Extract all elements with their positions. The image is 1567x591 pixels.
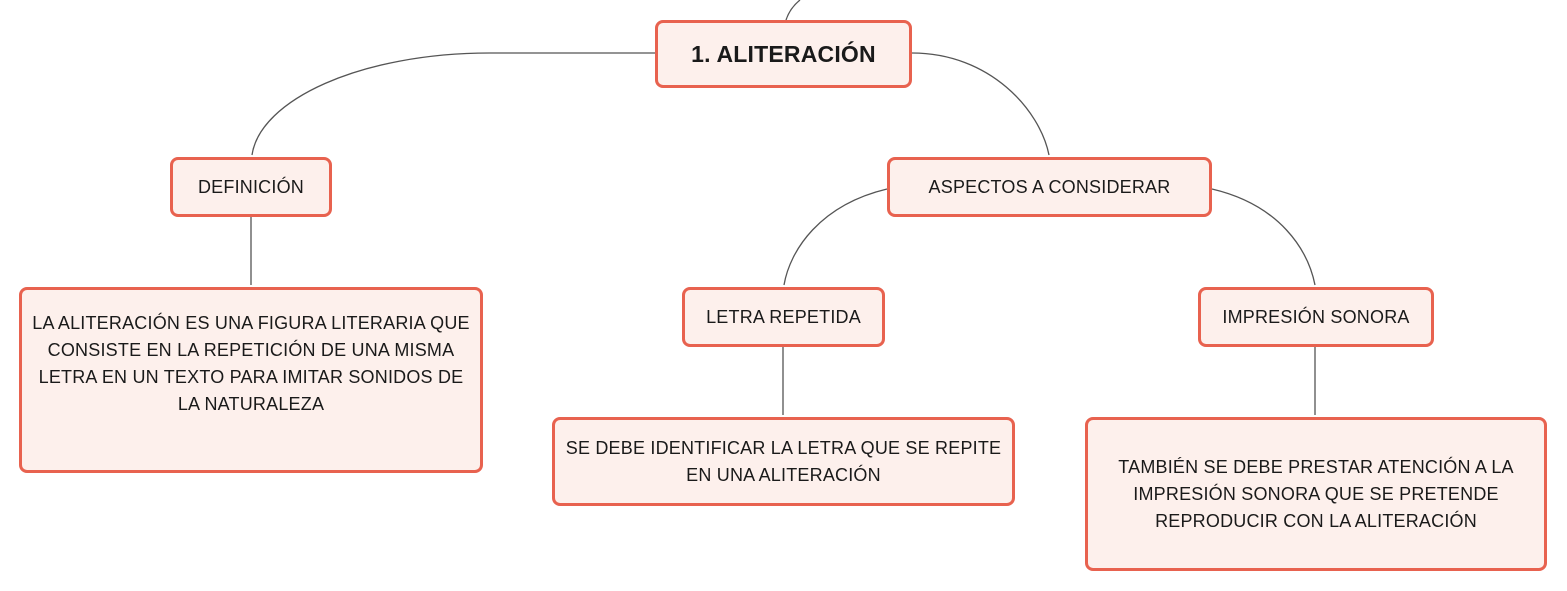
node-impresion-description-text: TAMBIÉN SE DEBE PRESTAR ATENCIÓN A LA IM…: [1118, 456, 1514, 531]
node-aspectos-label: ASPECTOS A CONSIDERAR: [928, 176, 1171, 197]
node-impresion-description[interactable]: TAMBIÉN SE DEBE PRESTAR ATENCIÓN A LA IM…: [1085, 417, 1547, 571]
edge-aspectos-letra: [783, 188, 888, 286]
node-definicion-label: DEFINICIÓN: [197, 176, 304, 197]
node-aliteracion-label: 1. ALITERACIÓN: [691, 40, 876, 67]
node-impresion-sonora-label: IMPRESIÓN SONORA: [1222, 306, 1410, 327]
edge-root-definicion: [251, 52, 655, 156]
node-definicion[interactable]: DEFINICIÓN: [170, 157, 332, 217]
node-impresion-sonora[interactable]: IMPRESIÓN SONORA: [1198, 287, 1434, 347]
node-letra-repetida[interactable]: LETRA REPETIDA: [682, 287, 885, 347]
edge-parent-root: [785, 0, 801, 21]
node-letra-description[interactable]: SE DEBE IDENTIFICAR LA LETRA QUE SE REPI…: [552, 417, 1015, 506]
node-aspectos-a-considerar[interactable]: ASPECTOS A CONSIDERAR: [887, 157, 1212, 217]
node-definicion-description-text: LA ALITERACIÓN ES UNA FIGURA LITERARIA Q…: [32, 313, 470, 414]
node-letra-description-text: SE DEBE IDENTIFICAR LA LETRA QUE SE REPI…: [565, 437, 1002, 485]
edge-root-aspectos: [911, 52, 1050, 156]
edge-aspectos-impresion: [1211, 188, 1316, 286]
node-letra-repetida-label: LETRA REPETIDA: [706, 306, 861, 327]
node-aliteracion[interactable]: 1. ALITERACIÓN: [655, 20, 912, 88]
node-definicion-description[interactable]: LA ALITERACIÓN ES UNA FIGURA LITERARIA Q…: [19, 287, 483, 473]
